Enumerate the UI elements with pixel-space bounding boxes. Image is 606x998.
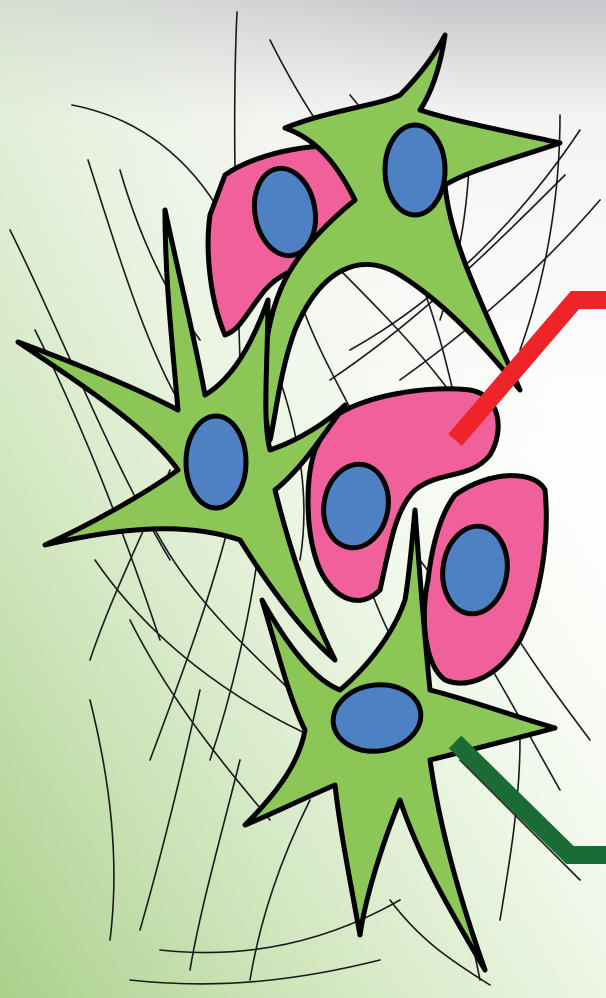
nucleus [186,416,246,508]
nucleus [385,125,445,215]
